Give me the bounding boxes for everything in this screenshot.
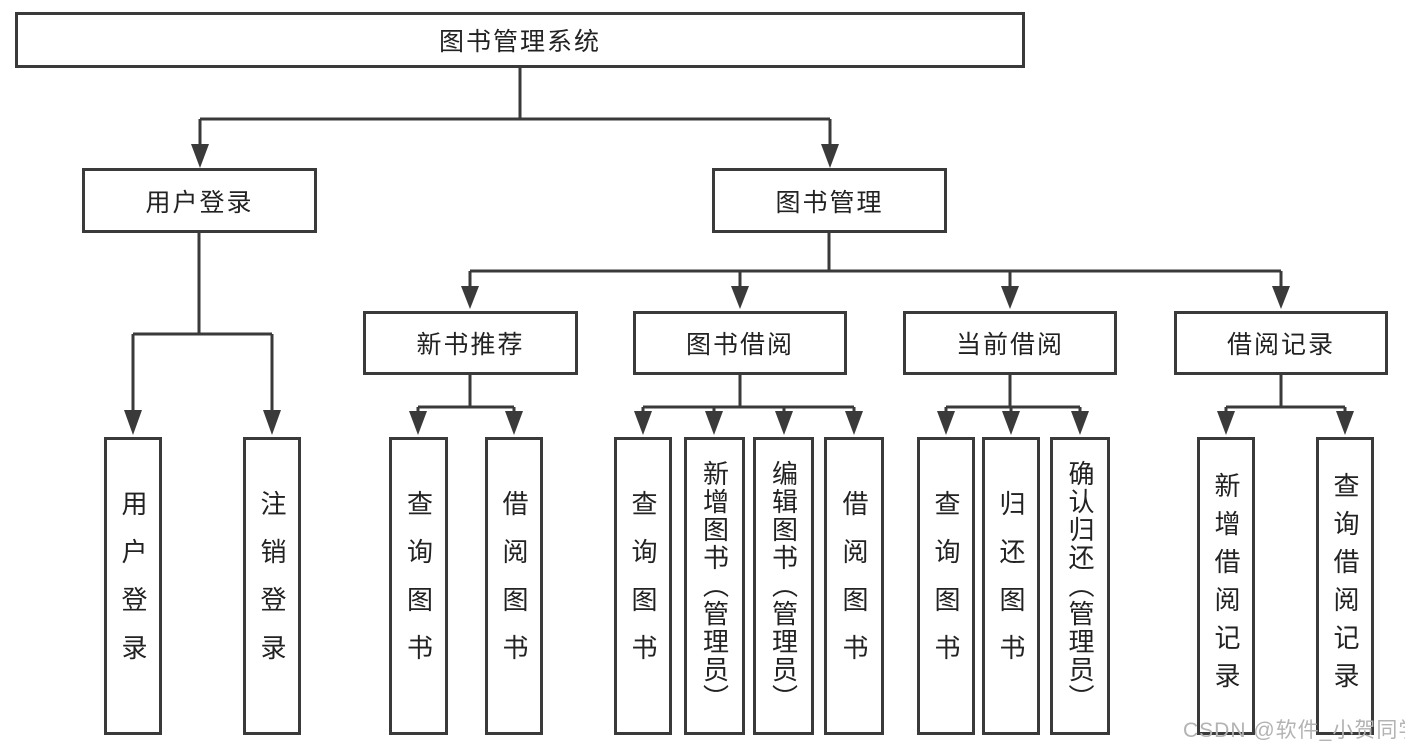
leaf-newrec-query-book: 查询图书 xyxy=(389,437,448,735)
arrowheads-newrec-children xyxy=(409,411,523,435)
node-user-login: 用户登录 xyxy=(82,168,317,233)
node-new-book-recommend: 新书推荐 xyxy=(363,311,578,375)
connector-newrec-children xyxy=(416,375,516,414)
arrowheads-level3 xyxy=(461,286,1290,309)
arrowheads-borrowrec-children xyxy=(1217,411,1354,435)
connector-bookmgmt-children xyxy=(468,233,1283,288)
node-borrow-record: 借阅记录 xyxy=(1174,311,1388,375)
arrowheads-login-children xyxy=(124,410,281,435)
leaf-record-query-borrow-record: 查询借阅记录 xyxy=(1316,437,1374,735)
arrowheads-curborrow-children xyxy=(937,411,1089,435)
leaf-current-query-book: 查询图书 xyxy=(917,437,975,735)
node-book-borrow: 图书借阅 xyxy=(633,311,847,375)
connector-root-to-level2 xyxy=(198,68,832,147)
arrowheads-level2 xyxy=(191,144,839,168)
leaf-newrec-borrow-book: 借阅图书 xyxy=(485,437,543,735)
arrowheads-bookborrow-children xyxy=(634,411,863,435)
node-current-borrow: 当前借阅 xyxy=(903,311,1117,375)
connector-borrowrec-children xyxy=(1224,375,1347,414)
leaf-current-return-book: 归还图书 xyxy=(982,437,1040,735)
leaf-logout: 注销登录 xyxy=(243,437,301,735)
leaf-user-login: 用户登录 xyxy=(104,437,162,735)
connector-login-children xyxy=(131,233,274,412)
leaf-borrow-borrow-book: 借阅图书 xyxy=(824,437,884,735)
leaf-current-confirm-return-admin: 确认归还（管理员） xyxy=(1050,437,1110,735)
leaf-borrow-edit-book-admin: 编辑图书（管理员） xyxy=(753,437,814,735)
connector-curborrow-children xyxy=(944,375,1082,414)
csdn-watermark: CSDN @软件_小贺同学 xyxy=(1183,719,1405,742)
leaf-borrow-add-book-admin: 新增图书（管理员） xyxy=(684,437,745,735)
node-book-management: 图书管理 xyxy=(712,168,947,233)
leaf-record-add-borrow-record: 新增借阅记录 xyxy=(1197,437,1255,735)
node-root: 图书管理系统 xyxy=(15,12,1025,68)
connector-bookborrow-children xyxy=(641,375,856,414)
leaf-borrow-query-book: 查询图书 xyxy=(614,437,672,735)
